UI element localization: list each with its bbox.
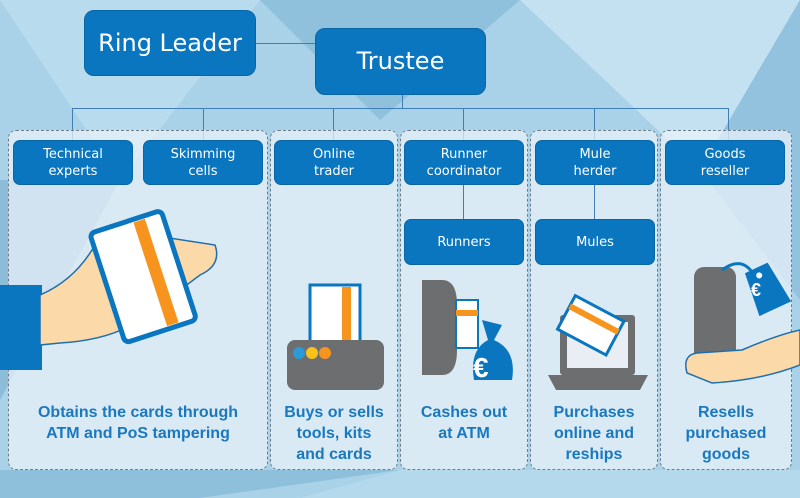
- role-mules: Mules: [535, 219, 655, 265]
- role-online-trader: Online trader: [274, 140, 394, 185]
- caption-obtains-cards: Obtains the cards through ATM and PoS ta…: [37, 404, 238, 442]
- connector: [72, 108, 73, 140]
- ring-leader-box: Ring Leader: [84, 10, 256, 76]
- connector: [402, 95, 403, 108]
- role-technical-experts: Technical experts: [13, 140, 133, 185]
- euro-tag-icon: €: [751, 280, 762, 300]
- role-runners: Runners: [404, 219, 524, 265]
- connector: [463, 185, 464, 219]
- hand-reselling-goods-icon: [685, 262, 800, 384]
- connector: [728, 108, 729, 140]
- connector: [203, 108, 204, 140]
- card-reader-icon: [287, 283, 384, 390]
- connector: [463, 108, 464, 140]
- role-mule-herder: Mule herder: [535, 140, 655, 185]
- atm-cash-out-icon: [422, 280, 513, 380]
- connector: [594, 108, 595, 140]
- hand-holding-card-icon: [0, 209, 218, 370]
- connector: [333, 108, 334, 140]
- caption-purchases: Purchases online and reships: [553, 404, 635, 463]
- caption-resells: Resells purchased goods: [685, 404, 767, 463]
- connector: [256, 43, 316, 44]
- laptop-purchase-icon: [548, 293, 648, 390]
- connector: [594, 185, 595, 219]
- role-runner-coordinator: Runner coordinator: [404, 140, 524, 185]
- role-skimming-cells: Skimming cells: [143, 140, 263, 185]
- caption-cashes-out: Cashes out at ATM: [420, 404, 508, 442]
- connector: [72, 108, 729, 109]
- caption-buys-sells: Buys or sells tools, kits and cards: [284, 404, 384, 463]
- trustee-box: Trustee: [315, 28, 486, 95]
- euro-icon: €: [473, 352, 489, 383]
- role-goods-reseller: Goods reseller: [665, 140, 785, 185]
